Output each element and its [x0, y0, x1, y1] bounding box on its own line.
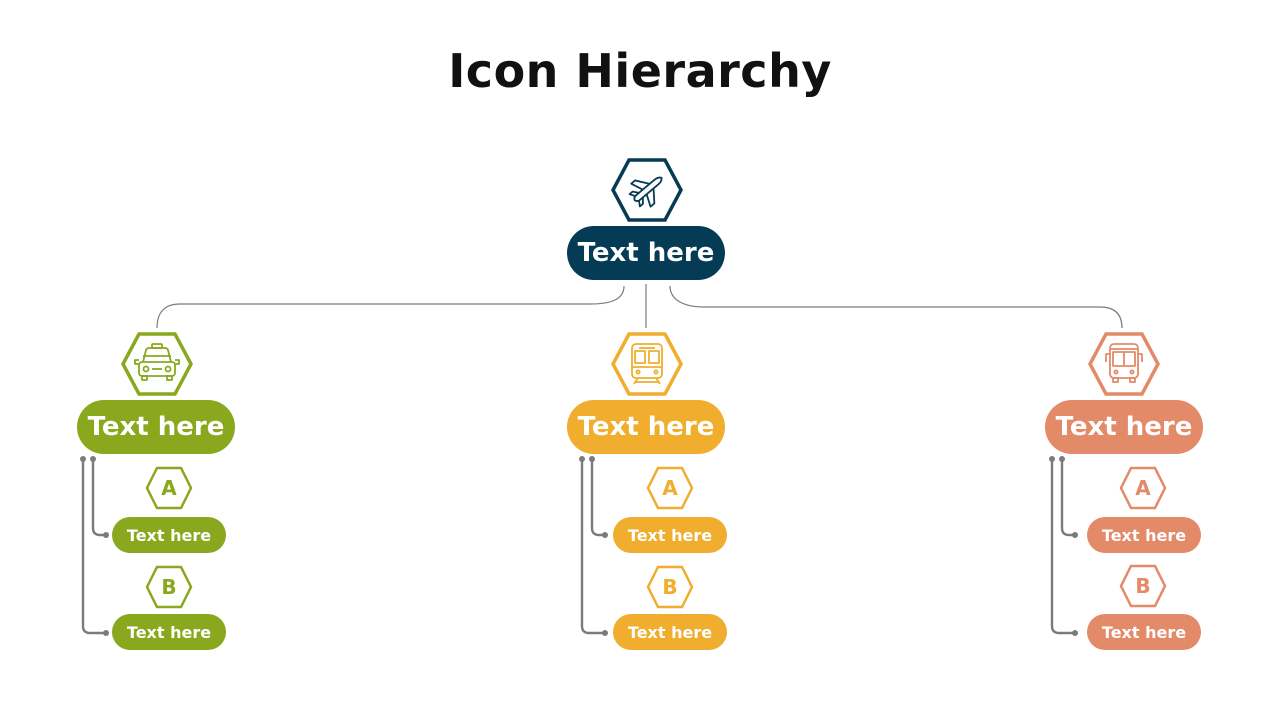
salmon-b-node: Text here [1087, 614, 1201, 650]
salmon-branch-hexagon [1088, 332, 1160, 396]
green-branch-hexagon [121, 332, 193, 396]
green-b-letter: B [161, 575, 177, 599]
green-branch-node: Text here [77, 400, 235, 454]
orange-branch-node: Text here [567, 400, 725, 454]
green-b-hexagon: B [145, 565, 193, 609]
salmon-b-letter: B [1135, 574, 1151, 598]
salmon-a-letter: A [1135, 476, 1151, 500]
green-a-node: Text here [112, 517, 226, 553]
orange-b-letter: B [662, 575, 678, 599]
salmon-branch-node: Text here [1045, 400, 1203, 454]
airplane-icon [628, 176, 663, 208]
green-a-hexagon: A [145, 466, 193, 510]
green-a-letter: A [161, 476, 177, 500]
page-title: Icon Hierarchy [448, 44, 832, 98]
orange-branch-hexagon [611, 332, 683, 396]
bus-icon [1105, 343, 1143, 383]
orange-a-node: Text here [613, 517, 727, 553]
car-icon [134, 343, 180, 381]
connector-salmon-b [1050, 459, 1073, 635]
connector-green-a [91, 459, 104, 537]
connector-root-right [669, 285, 1123, 329]
salmon-a-node: Text here [1087, 517, 1201, 553]
connector-green-b [81, 459, 104, 635]
orange-b-node: Text here [613, 614, 727, 650]
salmon-b-hexagon: B [1119, 564, 1167, 608]
salmon-a-hexagon: A [1119, 466, 1167, 510]
connector-salmon-a [1060, 459, 1073, 537]
connector-root-left [156, 285, 625, 329]
orange-b-hexagon: B [646, 565, 694, 609]
connector-orange-b [580, 459, 603, 635]
green-b-node: Text here [112, 614, 226, 650]
root-hexagon [611, 158, 683, 222]
orange-a-hexagon: A [646, 466, 694, 510]
train-icon [631, 343, 663, 385]
orange-a-letter: A [662, 476, 678, 500]
root-node: Text here [567, 226, 725, 280]
connector-orange-a [590, 459, 603, 537]
